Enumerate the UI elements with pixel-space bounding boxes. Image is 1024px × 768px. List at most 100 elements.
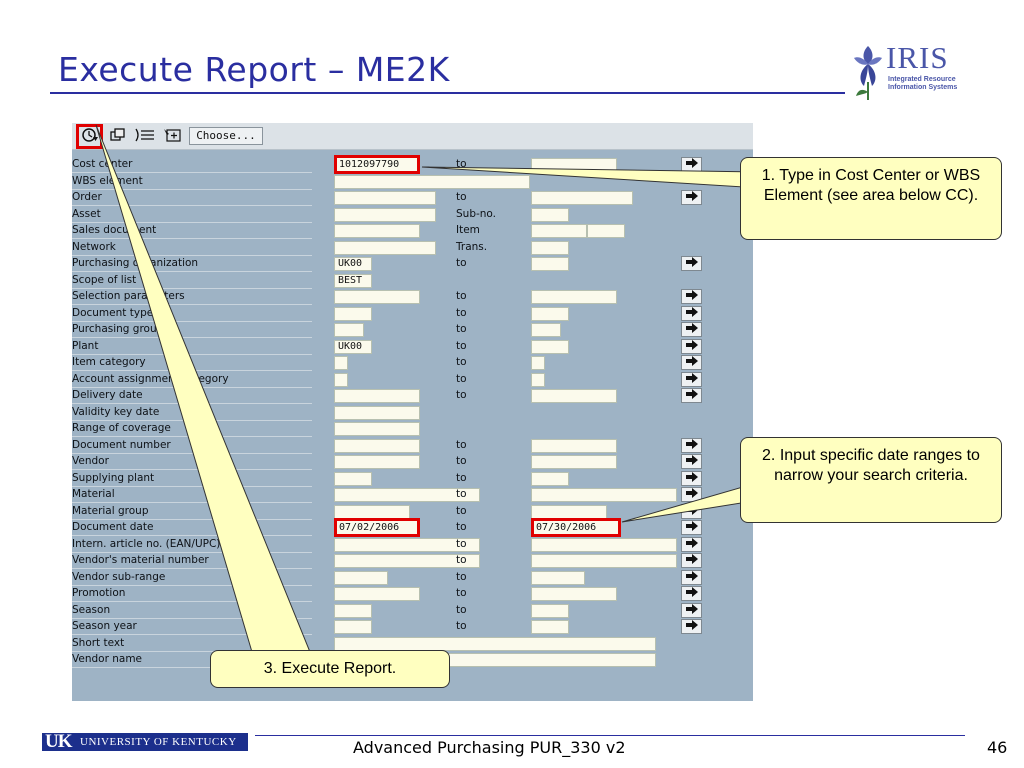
field-from-input[interactable] xyxy=(334,240,436,255)
footer-course: Advanced Purchasing PUR_330 v2 xyxy=(353,738,626,757)
field-from-input[interactable] xyxy=(334,554,480,568)
field-from-input[interactable] xyxy=(334,636,656,651)
multiple-selection-arrow-icon[interactable] xyxy=(681,305,702,321)
field-from-input[interactable] xyxy=(334,323,364,337)
field-from-input[interactable] xyxy=(334,438,420,453)
field-row: Intern. article no. (EAN/UPC)to xyxy=(72,536,753,553)
field-to-label: to xyxy=(456,356,467,368)
field-from-input[interactable] xyxy=(334,306,372,321)
multiple-selection-arrow-icon[interactable] xyxy=(681,338,702,354)
field-from-input[interactable] xyxy=(334,191,436,205)
field-to-input[interactable] xyxy=(531,554,677,568)
field-to-input[interactable] xyxy=(531,323,561,337)
multiple-selection-arrow-icon[interactable] xyxy=(681,619,702,634)
field-label: Scope of list xyxy=(72,273,312,289)
field-label: Season xyxy=(72,603,312,619)
field-to-input[interactable] xyxy=(531,471,569,486)
field-to-input[interactable] xyxy=(531,372,545,387)
field-from-input[interactable]: UK00 xyxy=(334,257,372,271)
field-row: Vendor to xyxy=(72,454,753,470)
field-from-input[interactable]: BEST xyxy=(334,273,372,288)
multiple-selection-arrow-icon[interactable] xyxy=(681,322,702,337)
field-to-input[interactable] xyxy=(531,537,677,552)
field-from-input[interactable] xyxy=(334,207,436,222)
multiple-selection-arrow-icon[interactable] xyxy=(681,437,702,453)
field-from-input[interactable] xyxy=(334,603,372,618)
field-from-input[interactable] xyxy=(334,290,420,304)
dynamic-selections-icon[interactable] xyxy=(134,127,154,145)
field-to-input[interactable] xyxy=(531,603,569,618)
field-from-input[interactable] xyxy=(334,570,388,585)
field-from-input[interactable] xyxy=(334,471,372,486)
field-to-input[interactable] xyxy=(531,306,569,321)
field-to-input[interactable] xyxy=(531,339,569,354)
field-to-input[interactable] xyxy=(531,257,569,271)
field-label: Promotion xyxy=(72,586,312,602)
multiple-selection-arrow-icon[interactable] xyxy=(681,602,702,618)
field-label: Purchasing group xyxy=(72,322,312,338)
field-to-input[interactable] xyxy=(531,290,617,304)
field-from-input[interactable] xyxy=(334,455,420,469)
field-to-label: Sub-no. xyxy=(456,207,497,220)
field-from-input[interactable] xyxy=(334,174,530,189)
multiple-selection-arrow-icon[interactable] xyxy=(681,388,702,403)
callout-3-pointer xyxy=(95,124,311,653)
field-from-input[interactable]: 1012097790 xyxy=(334,155,420,174)
page-number: 46 xyxy=(987,738,1008,757)
field-from-input[interactable] xyxy=(334,587,420,601)
field-to-input[interactable] xyxy=(531,191,633,205)
field-to-input[interactable] xyxy=(531,224,587,238)
field-from-input[interactable] xyxy=(334,405,420,420)
multiple-selection-arrow-icon[interactable] xyxy=(681,371,702,387)
iris-logo: IRIS Integrated Resource Information Sys… xyxy=(850,38,960,104)
field-to-input[interactable] xyxy=(531,488,677,502)
field-to-label: to xyxy=(456,471,467,484)
multiple-selection-arrow-icon[interactable] xyxy=(681,157,702,172)
field-to-input[interactable] xyxy=(531,570,585,585)
multiple-selection-arrow-icon[interactable] xyxy=(681,355,702,370)
multiple-selection-arrow-icon[interactable] xyxy=(681,190,702,205)
field-to-input[interactable] xyxy=(531,389,617,403)
get-variant-icon[interactable] xyxy=(108,127,128,145)
field-to-input[interactable] xyxy=(531,620,569,634)
field-from-input[interactable] xyxy=(334,620,372,634)
field-label: Network xyxy=(72,240,312,256)
field-from-input[interactable] xyxy=(334,537,480,552)
field-from-input[interactable] xyxy=(334,389,420,403)
field-to-input[interactable] xyxy=(531,438,617,453)
field-from-input[interactable] xyxy=(334,224,420,238)
field-to-input[interactable] xyxy=(531,587,617,601)
field-from-input[interactable]: 07/02/2006 xyxy=(334,518,420,537)
field-from-input[interactable]: UK00 xyxy=(334,339,372,354)
field-extra-input[interactable] xyxy=(587,224,625,238)
multiple-selection-arrow-icon[interactable] xyxy=(681,289,702,304)
multiple-selection-arrow-icon[interactable] xyxy=(681,454,702,469)
multiple-selection-arrow-icon[interactable] xyxy=(681,536,702,552)
multiple-selection-arrow-icon[interactable] xyxy=(681,470,702,486)
field-from-input[interactable] xyxy=(334,488,480,502)
multiple-selection-arrow-icon[interactable] xyxy=(681,520,702,535)
field-to-input[interactable] xyxy=(531,240,569,255)
field-to-input[interactable] xyxy=(531,207,569,222)
field-from-input[interactable] xyxy=(334,372,348,387)
selection-options-icon[interactable] xyxy=(162,127,182,145)
field-to-input[interactable] xyxy=(531,455,617,469)
multiple-selection-arrow-icon[interactable] xyxy=(681,586,702,601)
multiple-selection-arrow-icon[interactable] xyxy=(681,569,702,585)
field-to-input[interactable]: 07/30/2006 xyxy=(531,518,621,537)
execute-clock-icon[interactable] xyxy=(76,124,103,149)
choose-button[interactable]: Choose... xyxy=(189,127,263,145)
field-to-input[interactable] xyxy=(531,356,545,370)
multiple-selection-arrow-icon[interactable] xyxy=(681,553,702,568)
field-label: Supplying plant xyxy=(72,471,312,487)
field-to-label: to xyxy=(456,455,467,467)
field-from-input[interactable] xyxy=(334,356,348,370)
multiple-selection-arrow-icon[interactable] xyxy=(681,256,702,271)
field-from-input[interactable] xyxy=(334,422,420,436)
field-label: Vendor xyxy=(72,454,312,470)
